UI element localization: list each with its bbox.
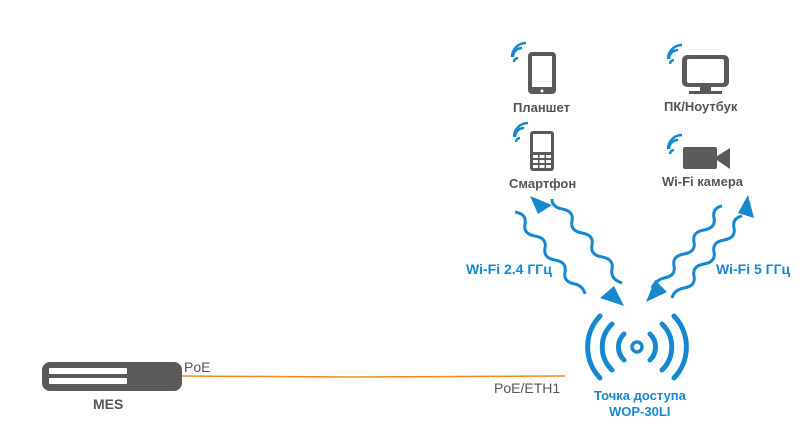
wifi-5-arrows [650,204,743,299]
arrowhead-up [738,195,754,218]
poe-label: PoE [184,359,211,375]
access-point-model: WOP-30LI [609,404,671,419]
arrowhead-down-left [646,280,667,302]
tablet-icon [510,41,556,94]
tablet-label: Планшет [513,100,570,115]
access-point-icon [585,313,689,381]
camera-icon [666,133,730,169]
wifi-5-label: Wi-Fi 5 ГГц [716,261,791,277]
wifi-24-arrows [514,198,623,295]
camera-label: Wi-Fi камера [662,174,744,189]
poe-eth-label: PoE/ETH1 [494,380,561,396]
access-point-label: Точка доступа [594,388,686,403]
wifi-24-label: Wi-Fi 2.4 ГГц [466,261,552,277]
monitor-icon [666,43,729,94]
arrowhead-up-left [530,196,552,214]
arrowhead-down-right [600,286,624,306]
pc-label: ПК/Ноутбук [664,99,738,114]
smartphone-icon [512,121,554,171]
switch-label: MES [93,396,124,412]
poe-cable [179,375,566,378]
switch-icon [42,362,182,391]
smartphone-label: Смартфон [509,176,577,191]
